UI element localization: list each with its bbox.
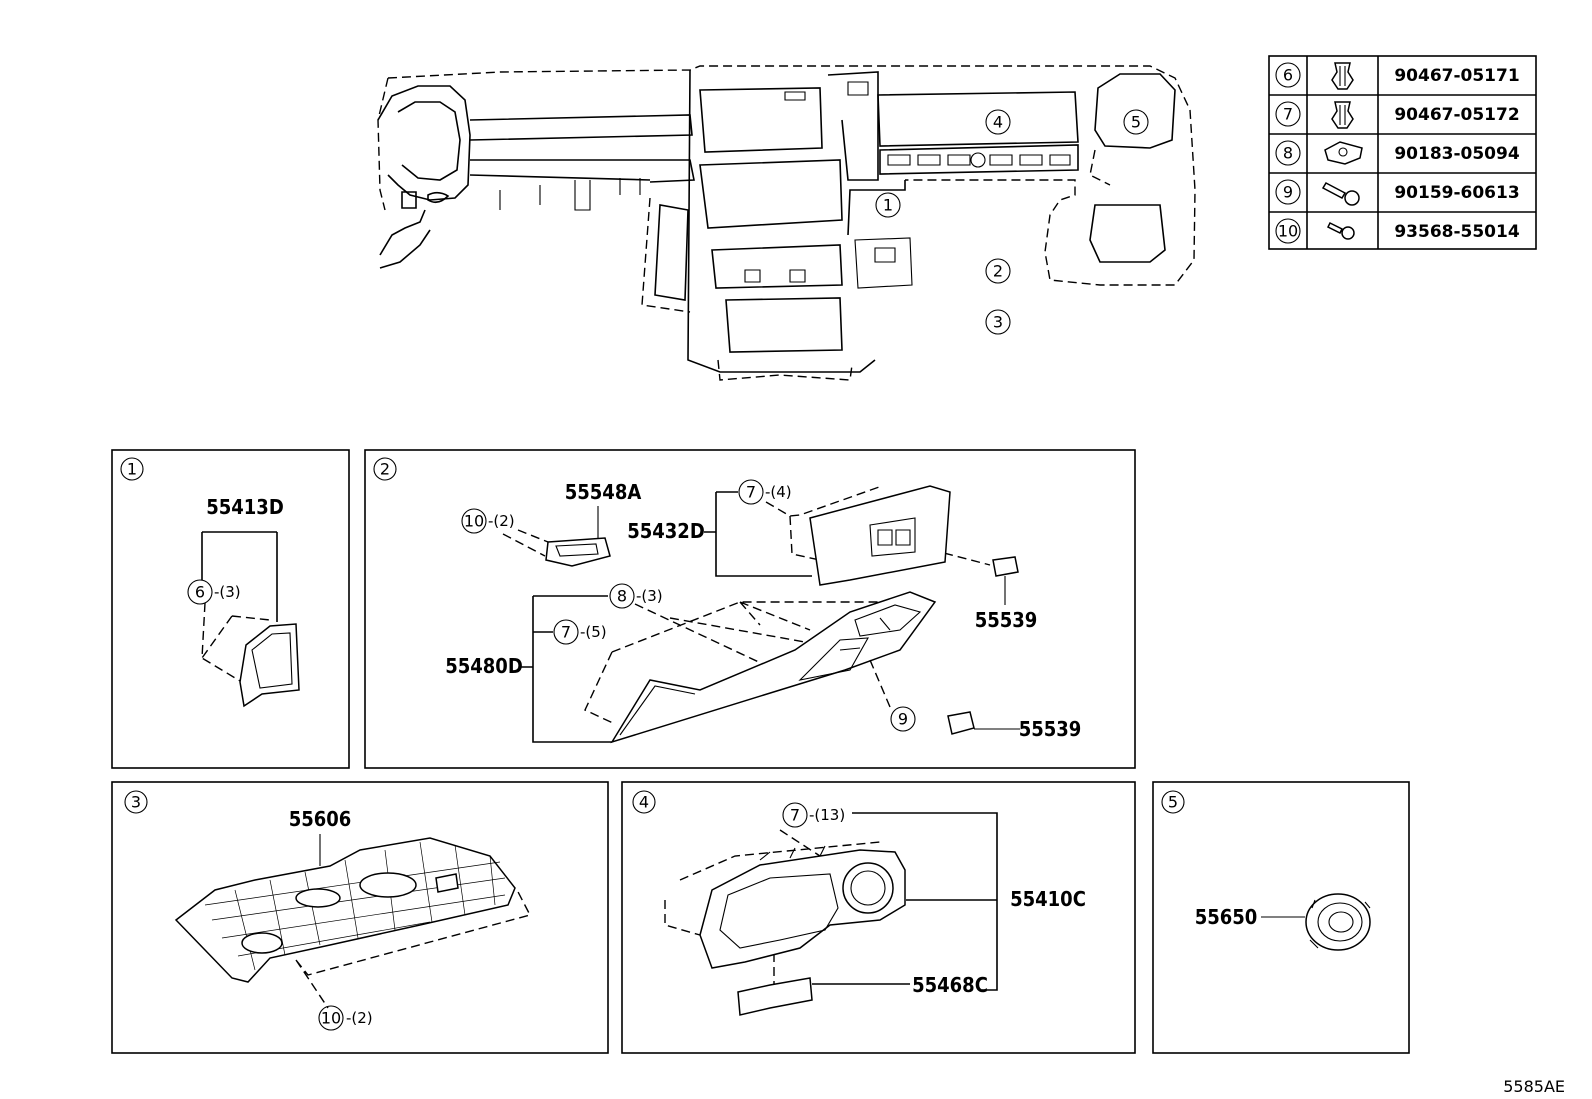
svg-text:90183-05094: 90183-05094: [1394, 144, 1520, 164]
switch-panel-part: [809, 485, 951, 586]
part-number-label: 55413D: [206, 495, 284, 519]
clip-part: [947, 711, 975, 735]
panel-2: 2 55548A 10 -(2) 55432D 7 -(4) 55539: [364, 449, 1136, 769]
panel-1: 1 55413D 6 -(3): [111, 449, 350, 769]
fastener-row: 6 90467-05171: [1275, 62, 1520, 90]
side-panel-part: [239, 623, 300, 708]
screw-icon: [1321, 182, 1360, 206]
svg-text:-(3): -(3): [636, 587, 663, 605]
svg-text:-(2): -(2): [346, 1009, 373, 1027]
svg-text:9: 9: [1283, 183, 1293, 202]
svg-text:7: 7: [561, 623, 571, 642]
svg-text:1: 1: [883, 196, 893, 215]
bolt-icon: [1326, 221, 1355, 240]
part-number-label: 55432D: [627, 519, 705, 543]
fastener-row: 7 90467-05172: [1275, 101, 1520, 129]
svg-text:-(13): -(13): [809, 806, 845, 824]
bracket-part: [545, 537, 611, 567]
svg-text:2: 2: [993, 262, 1003, 281]
part-number-label: 55539: [975, 608, 1038, 632]
part-number-label: 55539: [1019, 717, 1082, 741]
svg-text:2: 2: [380, 460, 390, 479]
svg-text:8: 8: [1283, 144, 1293, 163]
svg-text:9: 9: [898, 710, 908, 729]
fastener-table: [1268, 55, 1537, 250]
svg-text:-(2): -(2): [488, 512, 515, 530]
lower-cover-part: [174, 837, 516, 983]
svg-text:5: 5: [1131, 113, 1141, 132]
clip-part: [992, 556, 1019, 577]
svg-text:5: 5: [1168, 793, 1178, 812]
panel-3: 3 55606 10 -(2): [111, 781, 609, 1054]
svg-text:6: 6: [1283, 66, 1293, 85]
overview-callout-1: 1: [875, 192, 901, 218]
svg-text:4: 4: [993, 113, 1003, 132]
svg-text:8: 8: [617, 587, 627, 606]
meter-hood-part: [699, 845, 906, 969]
part-number-label: 55548A: [565, 480, 642, 504]
part-number-label: 55410C: [1010, 887, 1086, 911]
svg-text:90159-60613: 90159-60613: [1394, 183, 1519, 203]
fastener-row: 8 90183-05094: [1275, 140, 1520, 166]
clip-icon: [1331, 101, 1354, 129]
overview-callout-5: 5: [1123, 109, 1149, 135]
svg-text:-(5): -(5): [580, 623, 607, 641]
speaker-part: [1305, 893, 1371, 951]
svg-text:4: 4: [639, 793, 649, 812]
svg-text:90467-05172: 90467-05172: [1394, 105, 1519, 125]
svg-text:6: 6: [195, 583, 205, 602]
overview-callout-4: 4: [985, 109, 1011, 135]
figure-id-label: 5585AE: [1503, 1077, 1565, 1096]
svg-text:10: 10: [464, 512, 484, 531]
nut-clip-icon: [1324, 141, 1363, 165]
svg-text:1: 1: [127, 460, 137, 479]
panel-4: 4 7 -(13) 55410C 55468C: [621, 781, 1136, 1054]
svg-text:7: 7: [1283, 105, 1293, 124]
svg-text:-(4): -(4): [765, 483, 792, 501]
svg-text:90467-05171: 90467-05171: [1394, 66, 1519, 86]
part-number-label: 55468C: [912, 973, 988, 997]
part-number-label: 55650: [1195, 905, 1258, 929]
panel-5: 5 55650: [1152, 781, 1410, 1054]
svg-text:7: 7: [790, 806, 800, 825]
svg-text:10: 10: [1278, 222, 1298, 241]
svg-text:3: 3: [131, 793, 141, 812]
overview-callout-3: 3: [985, 309, 1011, 335]
svg-text:7: 7: [746, 483, 756, 502]
instrument-panel-overview: [377, 65, 1196, 381]
svg-text:93568-55014: 93568-55014: [1394, 222, 1520, 242]
clip-icon: [1331, 62, 1354, 90]
glovebox-trim-part: [610, 591, 937, 744]
svg-text:3: 3: [993, 313, 1003, 332]
fastener-row: 10 93568-55014: [1275, 218, 1520, 244]
overview-callout-2: 2: [985, 258, 1011, 284]
part-number-label: 55480D: [445, 654, 523, 678]
meter-trim-part: [737, 977, 813, 1016]
part-number-label: 55606: [289, 807, 352, 831]
svg-text:10: 10: [321, 1009, 341, 1028]
svg-text:-(3): -(3): [214, 583, 241, 601]
fastener-row: 9 90159-60613: [1275, 179, 1520, 206]
